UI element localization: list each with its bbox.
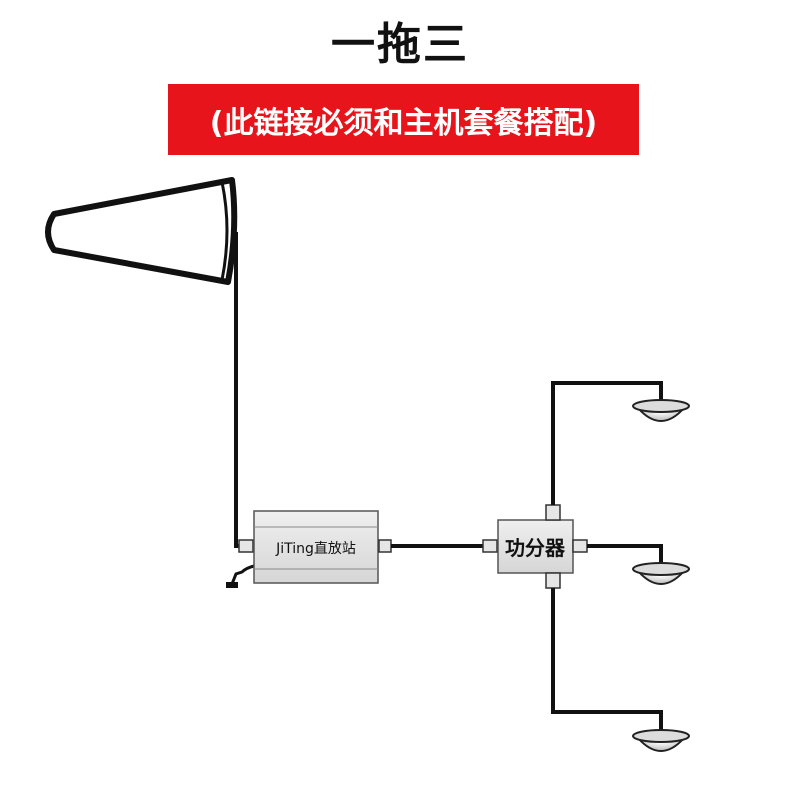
power-splitter: 功分器 — [497, 519, 574, 574]
splitter-right-connector — [572, 539, 588, 553]
power-plug-icon — [226, 564, 255, 588]
ceiling-antenna-icon — [632, 399, 690, 422]
splitter-in-connector — [482, 539, 498, 553]
splitter-label: 功分器 — [505, 536, 566, 560]
notice-banner: (此链接必须和主机套餐搭配) — [168, 84, 639, 155]
splitter-bottom-connector — [545, 572, 561, 589]
splitter-top-connector — [545, 504, 561, 521]
log-periodic-antenna-icon — [45, 177, 238, 285]
repeater-label: JiTing直放站 — [275, 540, 356, 557]
branch-cable-bottom — [551, 588, 663, 730]
repeater-out-connector — [378, 539, 392, 553]
repeater-unit: JiTing直放站 — [253, 510, 379, 584]
notice-banner-text: (此链接必须和主机套餐搭配) — [209, 105, 598, 141]
feeder-cable — [234, 232, 248, 548]
branch-cable-top — [551, 381, 663, 505]
ceiling-antenna-icon — [632, 562, 690, 585]
page-title: 一拖三 — [331, 19, 469, 70]
ceiling-antenna-icon — [632, 729, 690, 752]
branch-cable-middle — [587, 544, 663, 563]
repeater-in-connector — [238, 539, 254, 553]
